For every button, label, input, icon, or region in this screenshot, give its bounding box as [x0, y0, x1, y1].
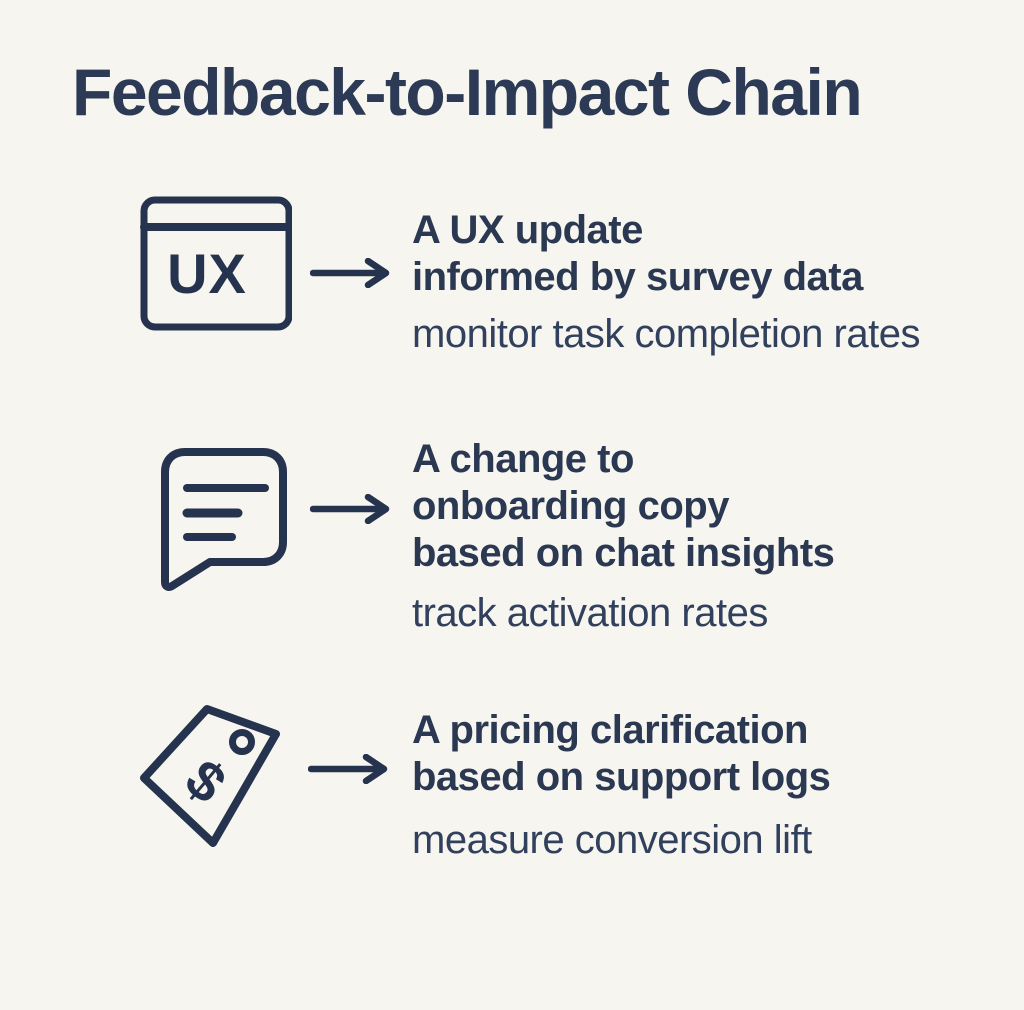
row1-main-text: A UX update informed by survey data [412, 208, 863, 299]
arrow-icon [309, 257, 400, 289]
row2-main-text: A change to onboarding copy based on cha… [412, 437, 835, 575]
price-tag-icon: $ [130, 695, 290, 855]
row1-metric-text: monitor task completion rates [412, 312, 920, 356]
browser-window-ux-icon: UX [140, 196, 292, 332]
arrow-icon [307, 753, 398, 785]
arrow-icon [309, 493, 400, 525]
row2-metric-text: track activation rates [412, 591, 768, 635]
page-title: Feedback-to-Impact Chain [72, 55, 863, 129]
dollar-sign-label: $ [174, 747, 238, 815]
chat-bubble-icon [158, 446, 293, 596]
row3-main-text: A pricing clarification based on support… [412, 708, 831, 799]
row3-metric-text: measure conversion lift [412, 818, 812, 862]
browser-ux-label: UX [167, 242, 247, 305]
